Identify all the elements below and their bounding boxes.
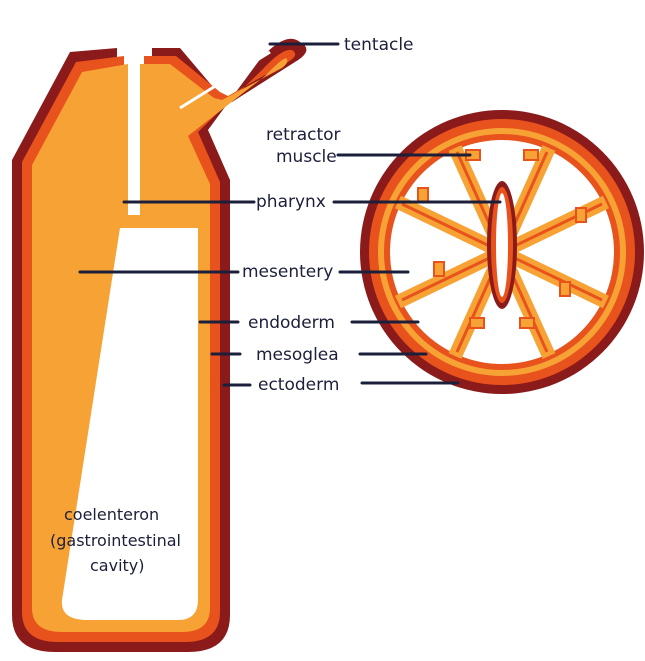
label-tentacle: tentacle <box>344 35 414 55</box>
label-retractor-muscle-line2: muscle <box>276 147 337 167</box>
label-mesentery: mesentery <box>242 262 333 282</box>
retractor-muscle-nub <box>434 262 444 276</box>
label-retractor-muscle-line1: retractor <box>266 125 341 145</box>
label-endoderm: endoderm <box>248 313 335 333</box>
label-coelenteron-line2: (gastrointestinal <box>50 531 181 550</box>
label-coelenteron-line1: coelenteron <box>64 505 159 524</box>
cross-section <box>360 110 644 394</box>
retractor-muscle-nub <box>520 318 534 328</box>
label-mesoglea: mesoglea <box>256 345 339 365</box>
retractor-muscle-nub <box>576 208 586 222</box>
label-ectoderm: ectoderm <box>258 375 339 395</box>
retractor-muscle-nub <box>560 282 570 296</box>
label-coelenteron-line3: cavity) <box>90 556 145 575</box>
retractor-muscle-nub <box>470 318 484 328</box>
retractor-muscle-nub <box>524 150 538 160</box>
pharynx-lumen <box>496 193 508 297</box>
retractor-muscle-nub <box>418 188 428 202</box>
label-pharynx: pharynx <box>256 192 326 212</box>
